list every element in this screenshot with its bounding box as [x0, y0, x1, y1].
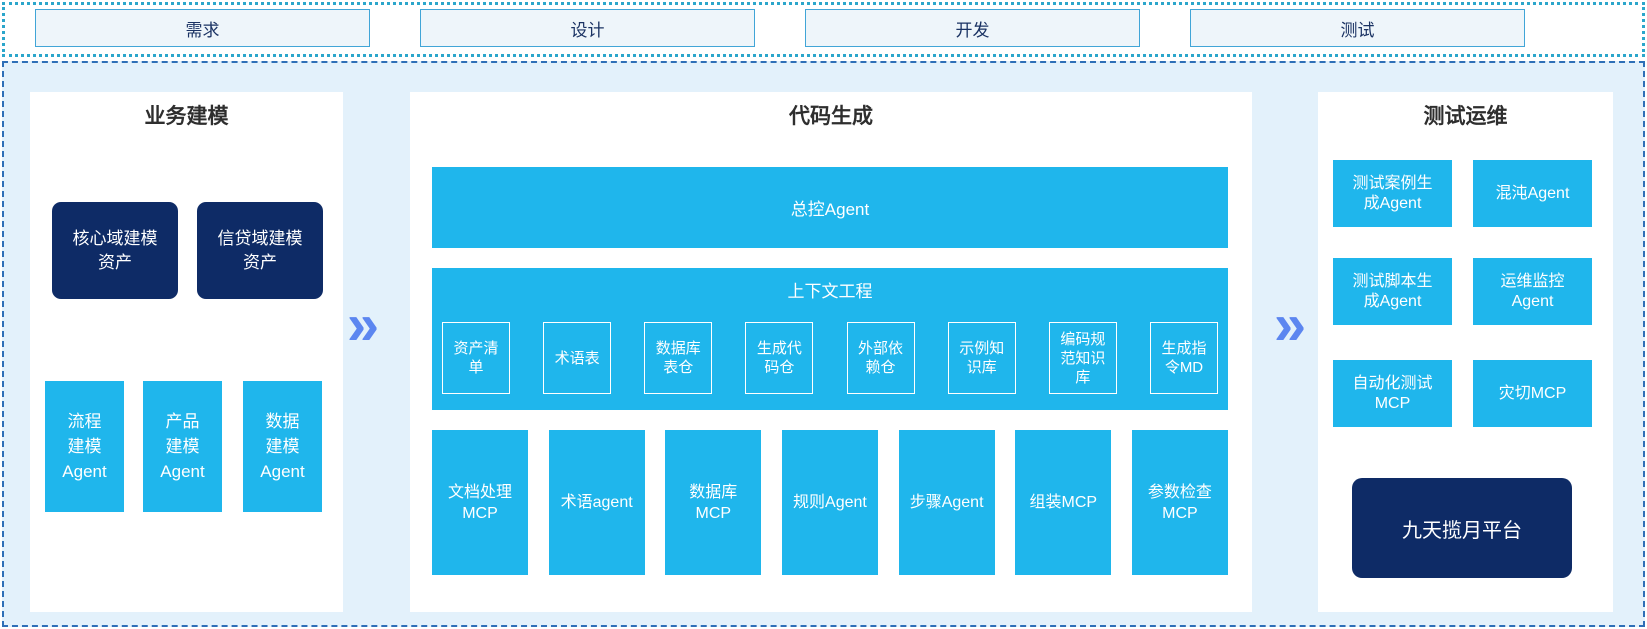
testops-box-disaster-switch-mcp: 灾切MCP: [1473, 360, 1592, 427]
phase-box-design: 设计: [420, 9, 755, 47]
worker-boxes-row: 文档处理MCP 术语agent 数据库MCP 规则Agent 步骤Agent 组…: [432, 430, 1228, 575]
worker-box-parameter-check-mcp: 参数检查MCP: [1131, 430, 1228, 575]
context-box-external-dependency-repo: 外部依赖仓: [846, 322, 915, 394]
context-box-generated-code-repo: 生成代码仓: [745, 322, 814, 394]
testops-box-chaos-agent: 混沌Agent: [1473, 160, 1592, 227]
context-box-database-table-repo: 数据库表仓: [644, 322, 713, 394]
worker-box-document-processing-mcp: 文档处理MCP: [432, 430, 528, 575]
agent-box-data-modeling: 数据建模Agent: [243, 381, 322, 512]
asset-box-core-domain: 核心域建模资产: [52, 202, 178, 299]
asset-box-credit-domain: 信贷域建模资产: [197, 202, 323, 299]
context-items-row: 资产清单 术语表 数据库表仓 生成代码仓 外部依赖仓 示例知识库 编码规范知识库…: [442, 322, 1218, 394]
context-box-example-knowledge-base: 示例知识库: [947, 322, 1016, 394]
phase-box-development: 开发: [805, 9, 1140, 47]
worker-box-glossary-agent: 术语agent: [548, 430, 645, 575]
test-ops-panel: 测试运维 测试案例生成Agent 混沌Agent 测试脚本生成Agent 运维监…: [1318, 92, 1613, 612]
testops-box-automated-test-mcp: 自动化测试MCP: [1333, 360, 1452, 427]
phase-box-testing: 测试: [1190, 9, 1525, 47]
worker-box-steps-agent: 步骤Agent: [898, 430, 995, 575]
master-agent-bar: 总控Agent: [432, 167, 1228, 248]
context-engineering-panel: 上下文工程 资产清单 术语表 数据库表仓 生成代码仓 外部依赖仓 示例知识库 编…: [432, 268, 1228, 410]
agent-box-process-modeling: 流程建模Agent: [45, 381, 124, 512]
platform-box-jiutian-lanyue: 九天揽月平台: [1352, 478, 1572, 578]
worker-box-rules-agent: 规则Agent: [781, 430, 878, 575]
context-box-generation-instruction-md: 生成指令MD: [1149, 322, 1218, 394]
test-ops-title: 测试运维: [1423, 105, 1508, 128]
pipeline-band: 业务建模 核心域建模资产 信贷域建模资产 流程建模Agent 产品建模Agent…: [2, 61, 1645, 627]
agent-box-product-modeling: 产品建模Agent: [143, 381, 222, 512]
business-modeling-title: 业务建模: [144, 105, 229, 128]
phase-band: 需求 设计 开发 测试: [2, 2, 1645, 57]
context-box-glossary: 术语表: [543, 322, 612, 394]
context-box-asset-list: 资产清单: [442, 322, 510, 394]
code-generation-panel: 代码生成 总控Agent 上下文工程 资产清单 术语表 数据库表仓 生成代码仓 …: [410, 92, 1252, 612]
worker-box-database-mcp: 数据库MCP: [665, 430, 762, 575]
context-box-coding-standards-knowledge-base: 编码规范知识库: [1048, 322, 1117, 394]
phase-box-requirements: 需求: [35, 9, 370, 47]
flow-arrow-icon: »: [1273, 292, 1307, 357]
flow-arrow-icon: »: [346, 292, 380, 357]
worker-box-assembly-mcp: 组装MCP: [1015, 430, 1112, 575]
testops-box-test-script-generation-agent: 测试脚本生成Agent: [1333, 258, 1452, 325]
testops-box-test-case-generation-agent: 测试案例生成Agent: [1333, 160, 1452, 227]
code-generation-title: 代码生成: [789, 105, 873, 128]
testops-box-ops-monitoring-agent: 运维监控Agent: [1473, 258, 1592, 325]
business-modeling-panel: 业务建模 核心域建模资产 信贷域建模资产 流程建模Agent 产品建模Agent…: [30, 92, 343, 612]
context-engineering-title: 上下文工程: [787, 282, 873, 301]
